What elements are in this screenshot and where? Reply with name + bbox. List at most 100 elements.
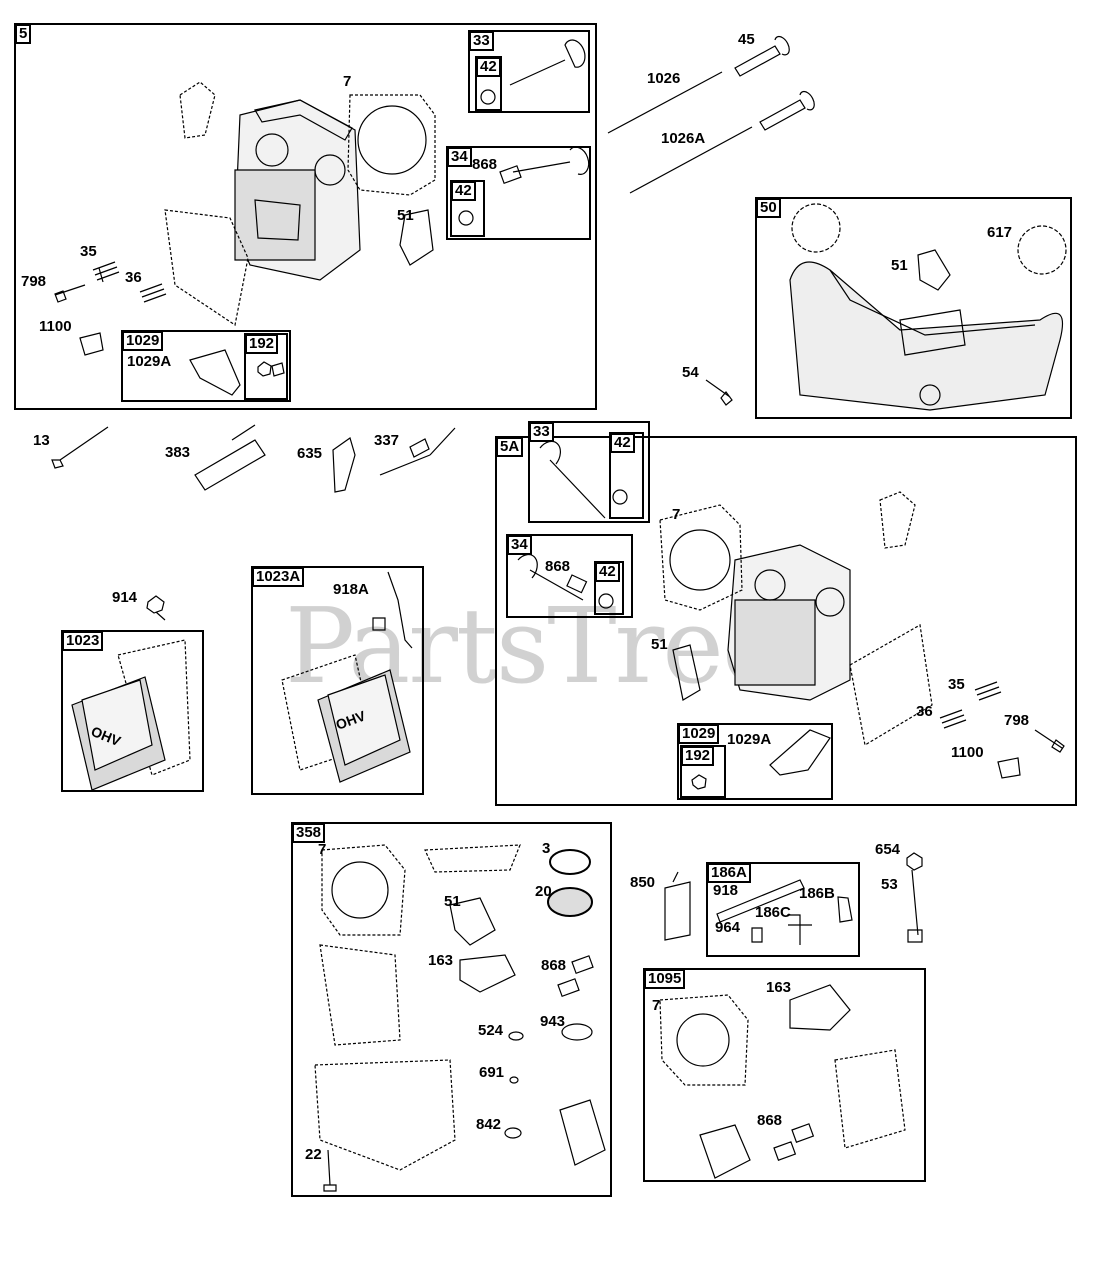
- assembly-box-42-top1[interactable]: 42: [475, 56, 502, 111]
- label-45[interactable]: 45: [738, 31, 755, 48]
- label-35-top[interactable]: 35: [80, 243, 97, 260]
- label-3[interactable]: 3: [542, 840, 551, 857]
- bolt-798-top: [55, 285, 85, 302]
- assembly-tag-34-top: 34: [447, 147, 472, 167]
- label-51-358[interactable]: 51: [444, 893, 461, 910]
- assembly-box-192-top[interactable]: 192: [244, 333, 288, 400]
- label-7-358[interactable]: 7: [318, 841, 327, 858]
- label-691[interactable]: 691: [479, 1064, 505, 1081]
- assembly-box-1029-5A[interactable]: 1029: [677, 723, 833, 800]
- assembly-tag-50: 50: [756, 198, 781, 218]
- label-842[interactable]: 842: [476, 1116, 502, 1133]
- assembly-box-358[interactable]: 358: [291, 822, 612, 1197]
- boot-635: [333, 438, 355, 492]
- assembly-tag-192-5A: 192: [681, 746, 715, 766]
- assembly-box-1023[interactable]: 1023: [61, 630, 204, 792]
- assembly-box-42-top2[interactable]: 42: [450, 180, 485, 237]
- assembly-box-33-5A[interactable]: 33: [528, 421, 650, 523]
- label-1026[interactable]: 1026: [647, 70, 681, 87]
- nut-192-top: [258, 362, 284, 376]
- label-524[interactable]: 524: [478, 1022, 504, 1039]
- assembly-tag-5A: 5A: [496, 437, 524, 457]
- label-918[interactable]: 918: [713, 882, 739, 899]
- label-7-5A[interactable]: 7: [672, 506, 681, 523]
- guide-868-top: [500, 166, 521, 183]
- label-918A[interactable]: 918A: [333, 581, 369, 598]
- label-20[interactable]: 20: [535, 883, 552, 900]
- label-617[interactable]: 617: [987, 224, 1013, 241]
- label-798-5A[interactable]: 798: [1004, 712, 1030, 729]
- label-1100-5A[interactable]: 1100: [951, 744, 984, 761]
- label-51-50[interactable]: 51: [891, 257, 908, 274]
- label-635[interactable]: 635: [297, 445, 323, 462]
- gasket-ring-617: [1018, 226, 1066, 274]
- label-868-1095[interactable]: 868: [757, 1112, 783, 1129]
- label-383[interactable]: 383: [165, 444, 191, 461]
- pushrod-1026: [608, 72, 722, 133]
- label-163-358[interactable]: 163: [428, 952, 454, 969]
- label-868-5A[interactable]: 868: [545, 558, 571, 575]
- label-163-1095[interactable]: 163: [766, 979, 792, 996]
- assembly-box-186A[interactable]: 186A: [706, 862, 860, 957]
- label-1029A-5A[interactable]: 1029A: [727, 731, 772, 748]
- assembly-tag-192-top: 192: [245, 334, 279, 354]
- label-13[interactable]: 13: [33, 432, 50, 449]
- label-1029A-top[interactable]: 1029A: [127, 353, 172, 370]
- assembly-tag-33-top: 33: [469, 31, 494, 51]
- assembly-box-50[interactable]: 50: [755, 197, 1072, 419]
- label-36-top[interactable]: 36: [125, 269, 142, 286]
- assembly-box-33-top[interactable]: 33: [468, 30, 590, 113]
- label-51-top[interactable]: 51: [397, 207, 414, 224]
- assembly-tag-42-5A-1: 42: [610, 433, 635, 453]
- label-7-1095[interactable]: 7: [652, 997, 661, 1014]
- nut-192-5A: [692, 775, 706, 789]
- tappet-unlabeled: [760, 92, 814, 130]
- assembly-box-5A[interactable]: 5A: [495, 436, 1077, 806]
- pushrod-1026A: [630, 127, 752, 193]
- label-337[interactable]: 337: [374, 432, 400, 449]
- label-7-top[interactable]: 7: [343, 73, 352, 90]
- assembly-tag-42-5A-2: 42: [595, 562, 620, 582]
- cylinder-head-5: [235, 100, 360, 280]
- gasket-51-top: [400, 210, 433, 265]
- assembly-box-42-5A-2[interactable]: 42: [594, 561, 624, 615]
- assembly-box-42-5A-1[interactable]: 42: [609, 432, 644, 519]
- label-943[interactable]: 943: [540, 1013, 566, 1030]
- assembly-tag-358: 358: [292, 823, 326, 843]
- assembly-box-192-5A[interactable]: 192: [680, 745, 726, 798]
- label-186B[interactable]: 186B: [799, 885, 835, 902]
- gasket-51-50: [918, 250, 950, 290]
- spring-35-5A: [975, 682, 1001, 700]
- assembly-box-1023A[interactable]: 1023A: [251, 566, 424, 795]
- label-964[interactable]: 964: [715, 919, 741, 936]
- keeper-42-5A: [613, 490, 627, 504]
- assembly-box-1095[interactable]: 1095: [643, 968, 926, 1182]
- assembly-box-34-top[interactable]: 34: [446, 146, 591, 240]
- label-36-5A[interactable]: 36: [916, 703, 933, 720]
- cylinder-head-5A: [728, 545, 850, 700]
- label-798-top[interactable]: 798: [21, 273, 47, 290]
- assembly-box-34-5A[interactable]: 34: [506, 534, 633, 618]
- assembly-tag-42-top2: 42: [451, 181, 476, 201]
- label-186C[interactable]: 186C: [755, 904, 791, 921]
- bolt-798-5A: [1035, 730, 1064, 752]
- assembly-box-5[interactable]: 5: [14, 23, 597, 410]
- spring-36-top: [140, 284, 166, 302]
- label-1100-top[interactable]: 1100: [39, 318, 72, 335]
- label-654[interactable]: 654: [875, 841, 901, 858]
- label-51-5A[interactable]: 51: [651, 636, 668, 653]
- assembly-tag-1023: 1023: [62, 631, 104, 651]
- label-1026A[interactable]: 1026A: [661, 130, 706, 147]
- label-53[interactable]: 53: [881, 876, 898, 893]
- assembly-tag-5: 5: [15, 24, 32, 44]
- label-54[interactable]: 54: [682, 364, 699, 381]
- assembly-box-1029-top[interactable]: 1029: [121, 330, 291, 402]
- label-22[interactable]: 22: [305, 1146, 322, 1163]
- label-868-358[interactable]: 868: [541, 957, 567, 974]
- valve-33-5A: [540, 441, 605, 518]
- label-35-5A[interactable]: 35: [948, 676, 965, 693]
- label-850[interactable]: 850: [630, 874, 656, 891]
- guide-868-5A: [567, 575, 587, 593]
- label-914[interactable]: 914: [112, 589, 138, 606]
- label-868-top[interactable]: 868: [472, 156, 498, 173]
